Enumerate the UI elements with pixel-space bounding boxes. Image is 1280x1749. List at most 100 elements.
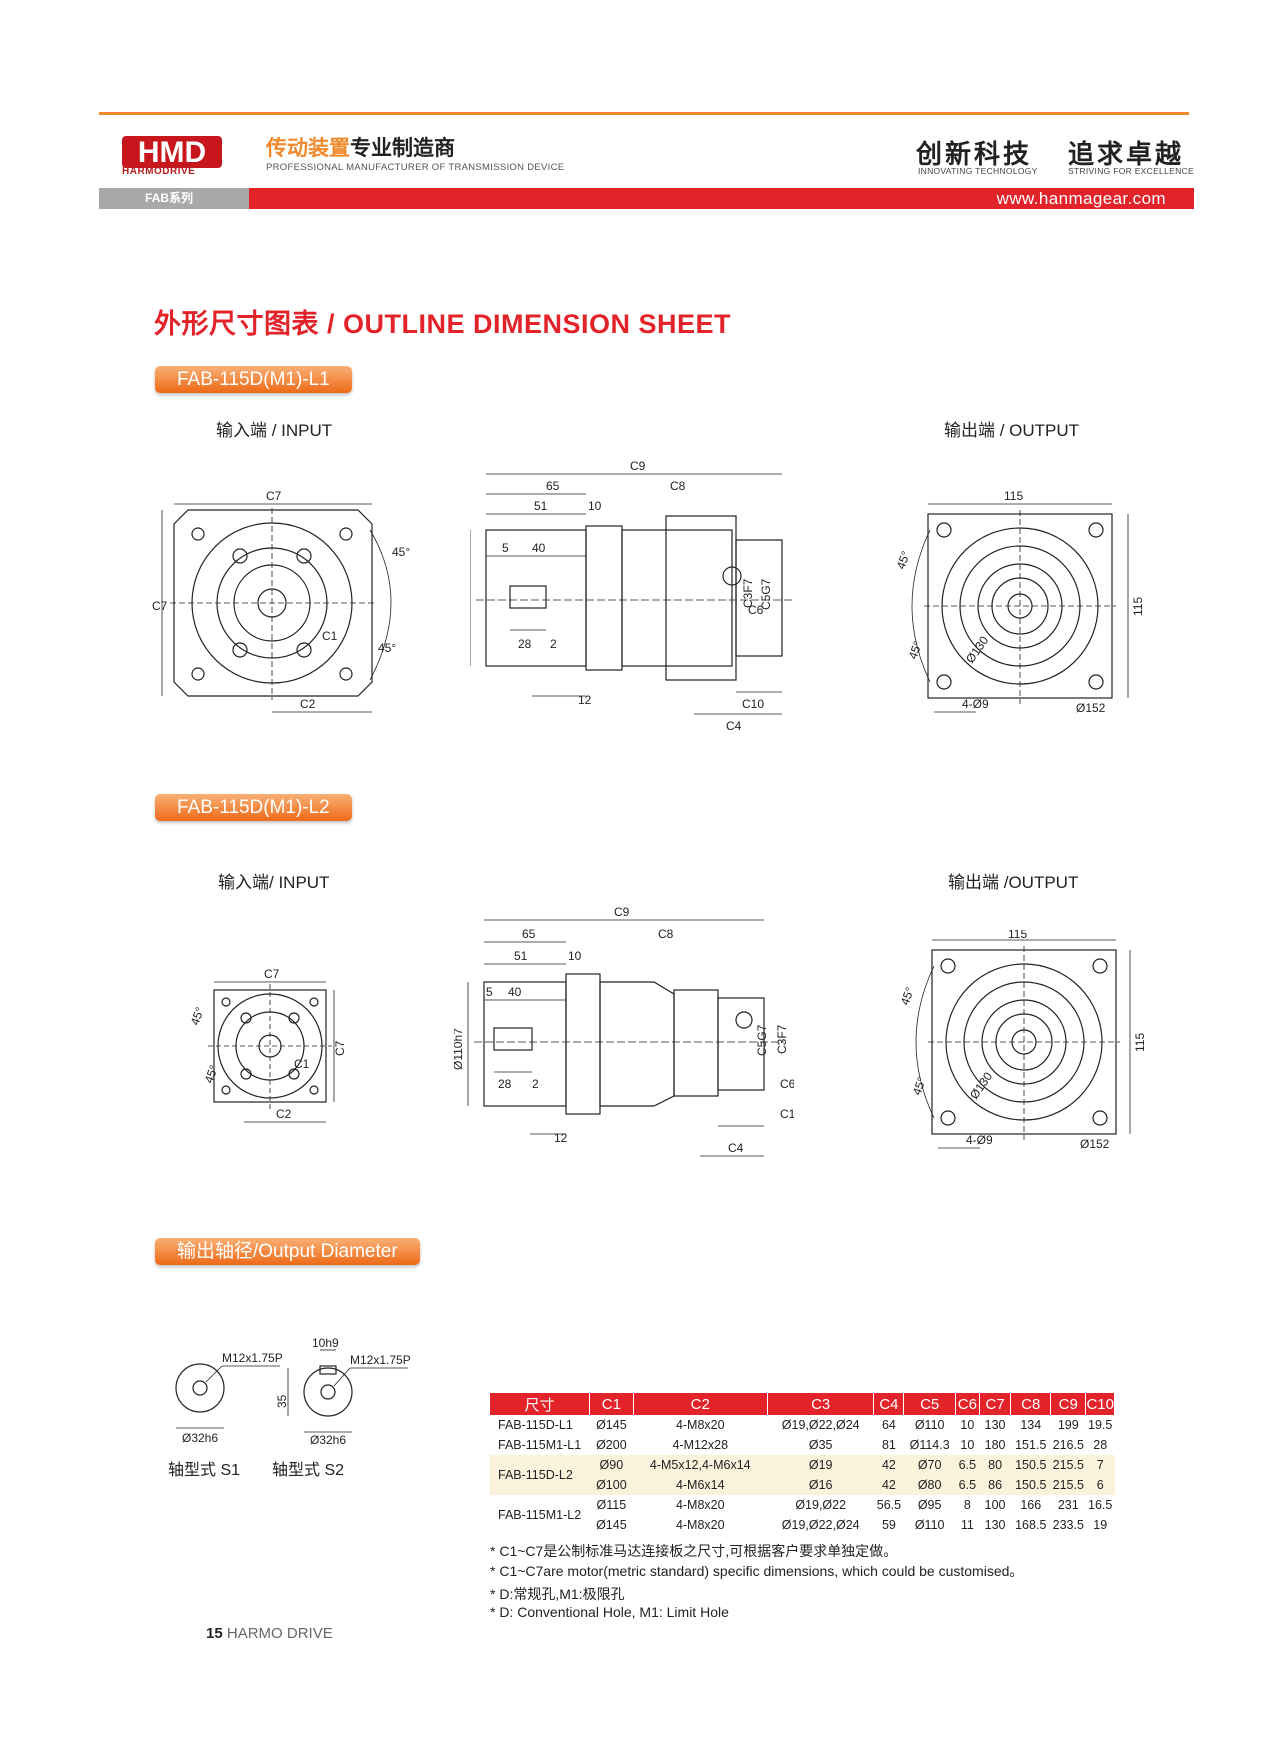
note-cn-2: * D:常规孔,M1:极限孔 <box>490 1586 625 1602</box>
table-cell: 19 <box>1085 1515 1115 1535</box>
dim-l1-c7-side: C7 <box>152 599 168 613</box>
table-cell: 59 <box>873 1515 904 1535</box>
s2-key: 10h9 <box>312 1336 339 1350</box>
dim-l1-out-angle-b: 45° <box>906 639 925 661</box>
table-cell: Ø110 <box>903 1415 956 1435</box>
dim-l2-out-dia130: Ø130 <box>967 1069 995 1101</box>
dim-l2-c2: C2 <box>276 1107 292 1121</box>
dim-l1-angle-b: 45° <box>378 641 396 655</box>
table-cell: 231 <box>1050 1495 1086 1515</box>
dim-l2-10: 10 <box>568 949 582 963</box>
dim-l2-out-holes: 4-Ø9 <box>966 1133 993 1147</box>
dim-l1-dia110: Ø110h7 <box>470 578 471 620</box>
table-cell: 4-M8x20 <box>633 1415 768 1435</box>
dim-l1-c5: C5G7 <box>759 578 773 610</box>
dim-l2-c1: C1 <box>294 1057 310 1071</box>
table-cell: 42 <box>873 1475 904 1495</box>
dim-l2-65: 65 <box>522 927 536 941</box>
table-cell: 10 <box>955 1415 980 1435</box>
table-cell: Ø16 <box>767 1475 874 1495</box>
table-cell: 16.5 <box>1085 1495 1115 1515</box>
l1-side-view-drawing: C9 C8 65 51 10 5 40 28 2 12 C6 C10 C4 Ø1… <box>470 460 794 733</box>
website-link[interactable]: www.hanmagear.com <box>996 189 1166 208</box>
note-cn-1: * C1~C7是公制标准马达连接板之尺寸,可根据客户要求单独定做。 <box>490 1543 898 1559</box>
dim-l1-out-angle-a: 45° <box>894 549 913 571</box>
table-cell: Ø110 <box>903 1515 956 1535</box>
table-cell: 64 <box>873 1415 904 1435</box>
series-bar: FAB系列 <box>99 188 249 209</box>
table-header-c5: C5 <box>903 1393 956 1415</box>
note-en-2: * D: Conventional Hole, M1: Limit Hole <box>490 1604 729 1620</box>
tagline-cn: 传动装置专业制造商 <box>266 137 455 160</box>
table-cell: 151.5 <box>1010 1435 1051 1455</box>
series-label: FAB系列 <box>145 191 194 205</box>
dim-l2-c7-side: C7 <box>333 1040 347 1056</box>
l2-input-flange-drawing: C7 C7 C2 C1 45° 45° <box>190 967 347 1123</box>
logo-subtitle: HARMODRIVE <box>122 166 196 177</box>
table-header-c9: C9 <box>1050 1393 1087 1415</box>
table-cell-model: FAB-115D-L1 <box>490 1415 590 1435</box>
l2-side-view-drawing: C9 C8 65 51 10 5 40 28 2 12 C6 C10 C4 Ø1… <box>454 905 794 1157</box>
dim-l1-28: 28 <box>518 637 532 651</box>
dim-l1-65: 65 <box>546 479 560 493</box>
table-header-c1: C1 <box>589 1393 634 1415</box>
table-cell: 215.5 <box>1050 1455 1086 1475</box>
table-cell: 4-M5x12,4-M6x14 <box>633 1455 768 1475</box>
header-rule <box>99 112 1189 115</box>
table-cell: Ø19,Ø22,Ø24 <box>767 1515 874 1535</box>
table-cell: 215.5 <box>1050 1475 1086 1495</box>
s2-thread: M12x1.75P <box>350 1353 411 1367</box>
page-number: 15 <box>206 1625 223 1642</box>
l1-output-label: 输出端 / OUTPUT <box>944 421 1080 440</box>
table-cell: 28 <box>1085 1435 1115 1455</box>
table-header-c3: C3 <box>767 1393 875 1415</box>
dim-l2-c7-top: C7 <box>264 967 280 981</box>
dim-l2-51: 51 <box>514 949 528 963</box>
table-header-c8: C8 <box>1010 1393 1052 1415</box>
dim-l2-c9: C9 <box>614 905 630 919</box>
dim-l2-angle-a: 45° <box>190 1005 207 1027</box>
l2-output-flange-drawing: 115 115 45° 45° Ø130 4-Ø9 Ø152 <box>898 930 1147 1151</box>
dim-l2-c3: C3F7 <box>775 1024 789 1054</box>
dim-l2-40: 40 <box>508 985 522 999</box>
table-header-c4: C4 <box>873 1393 905 1415</box>
table-cell: 10 <box>955 1435 980 1455</box>
table-cell: 19.5 <box>1085 1415 1115 1435</box>
section-l2-label: FAB-115D(M1)-L2 <box>155 794 352 821</box>
tagline-en: PROFESSIONAL MANUFACTURER OF TRANSMISSIO… <box>266 162 565 173</box>
table-cell: Ø145 <box>589 1515 634 1535</box>
dim-l1-c9: C9 <box>630 460 646 473</box>
table-cell: 56.5 <box>873 1495 904 1515</box>
dim-l2-28: 28 <box>498 1077 512 1091</box>
dim-l1-out-dia130: Ø130 <box>963 633 991 665</box>
table-header-c6: C6 <box>955 1393 980 1415</box>
table-cell: 4-M8x20 <box>633 1515 768 1535</box>
table-header-size: 尺寸 <box>490 1393 591 1415</box>
table-cell: 150.5 <box>1010 1475 1051 1495</box>
table-cell: 130 <box>979 1515 1011 1535</box>
table-cell: 6 <box>1085 1475 1115 1495</box>
table-cell: Ø70 <box>903 1455 956 1475</box>
table-cell: Ø115 <box>589 1495 634 1515</box>
dim-l2-5: 5 <box>486 985 493 999</box>
table-cell: 4-M6x14 <box>633 1475 768 1495</box>
table-cell: Ø19,Ø22,Ø24 <box>767 1415 874 1435</box>
dim-l1-c6: C6 <box>748 603 764 617</box>
table-cell: 233.5 <box>1050 1515 1086 1535</box>
table-cell: 150.5 <box>1010 1455 1051 1475</box>
table-cell: Ø200 <box>589 1435 634 1455</box>
l1-output-flange-drawing: 115 115 45° 45° Ø130 4-Ø9 Ø152 <box>894 490 1145 715</box>
dim-l2-out-115-side: 115 <box>1133 1033 1147 1052</box>
dim-l1-5: 5 <box>502 541 509 555</box>
s1-thread: M12x1.75P <box>222 1351 283 1365</box>
table-cell: 7 <box>1085 1455 1115 1475</box>
s2-caption: 轴型式 S2 <box>272 1462 345 1479</box>
table-header-c10: C10 <box>1085 1393 1115 1415</box>
table-cell: Ø90 <box>589 1455 634 1475</box>
slogan-innovation-en: INNOVATING TECHNOLOGY <box>918 166 1038 176</box>
table-cell: 100 <box>979 1495 1011 1515</box>
page-title: 外形尺寸图表 / OUTLINE DIMENSION SHEET <box>154 309 732 339</box>
